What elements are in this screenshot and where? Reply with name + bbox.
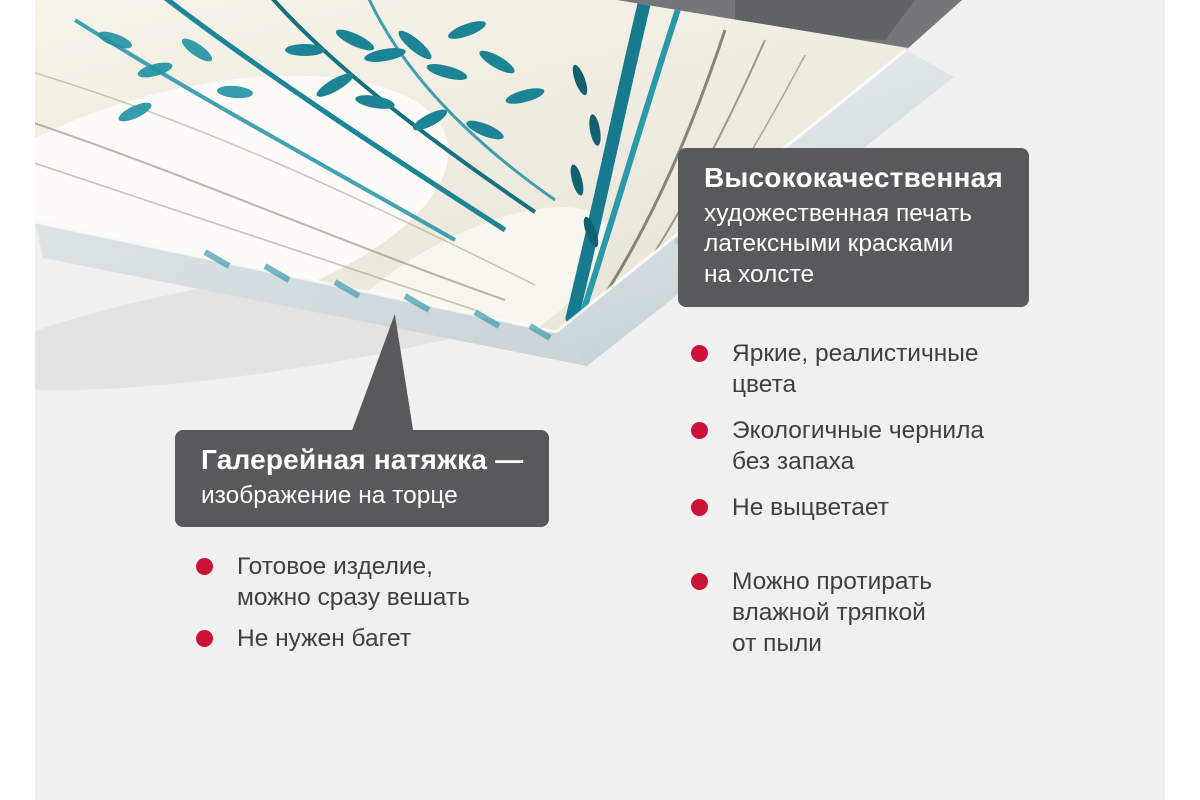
feature-no-frame-needed: Не нужен багет <box>196 623 411 654</box>
callout-gallery-wrap-title: Галерейная натяжка — <box>201 444 524 475</box>
bullet-dot-icon <box>691 422 708 439</box>
callout-gallery-wrap: Галерейная натяжка — изображение на торц… <box>175 430 550 528</box>
bullet-dot-icon <box>196 630 213 647</box>
feature-text: Готовое изделие, можно сразу вешать <box>237 553 470 612</box>
feature-no-fading: Не выцветает <box>691 492 889 523</box>
image-background <box>35 0 1165 800</box>
feature-wipe-clean: Можно протирать влажной тряпкой от пыли <box>691 566 932 659</box>
feature-eco-inks: Экологичные чернила без запаха <box>691 415 984 477</box>
callout-print-quality-title: Высококачественная <box>704 162 1003 193</box>
feature-text: Экологичные чернила без запаха <box>732 417 984 476</box>
bullet-dot-icon <box>196 558 213 575</box>
bullet-dot-icon <box>691 345 708 362</box>
callout-gallery-wrap-body: изображение на торце <box>201 481 458 509</box>
callout-print-quality: Высококачественная художественная печать… <box>678 148 1029 308</box>
feature-text: Яркие, реалистичные цвета <box>732 340 979 399</box>
feature-text: Не нужен багет <box>237 625 412 652</box>
feature-text: Можно протирать влажной тряпкой от пыли <box>732 568 932 658</box>
feature-text: Не выцветает <box>732 494 889 521</box>
bullet-dot-icon <box>691 573 708 590</box>
feature-vivid-colors: Яркие, реалистичные цвета <box>691 338 979 400</box>
bullet-dot-icon <box>691 499 708 516</box>
callout-print-quality-body: художественная печать латексными краскам… <box>704 199 972 289</box>
feature-ready-to-hang: Готовое изделие, можно сразу вешать <box>196 551 470 613</box>
